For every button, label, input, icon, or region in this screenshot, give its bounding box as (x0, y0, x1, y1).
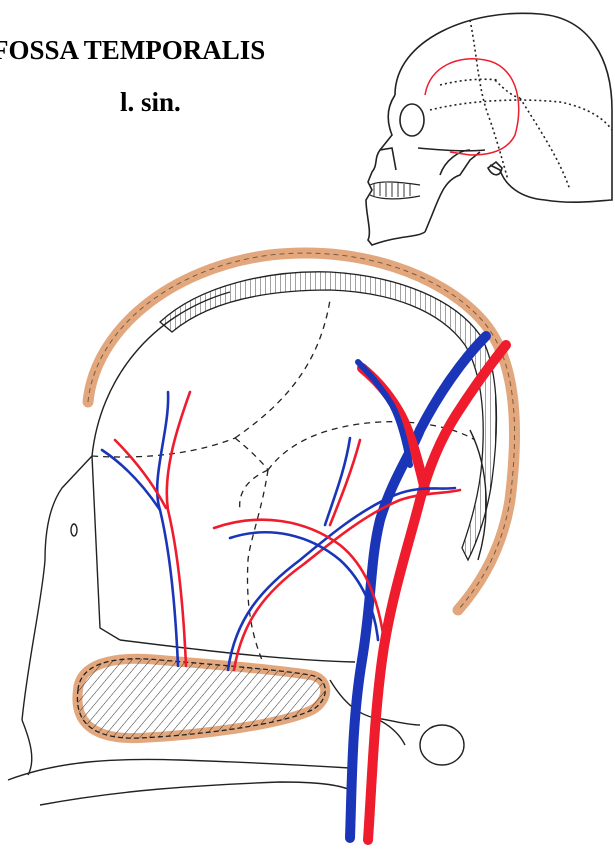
deep-temporal-artery-left (167, 392, 190, 666)
face-outline (8, 456, 464, 805)
temporal-fossa-diagram (8, 253, 515, 840)
middle-temporal-artery (234, 490, 460, 670)
deep-temporal-vein-left (157, 392, 178, 666)
skull-orientation-icon (366, 13, 612, 245)
